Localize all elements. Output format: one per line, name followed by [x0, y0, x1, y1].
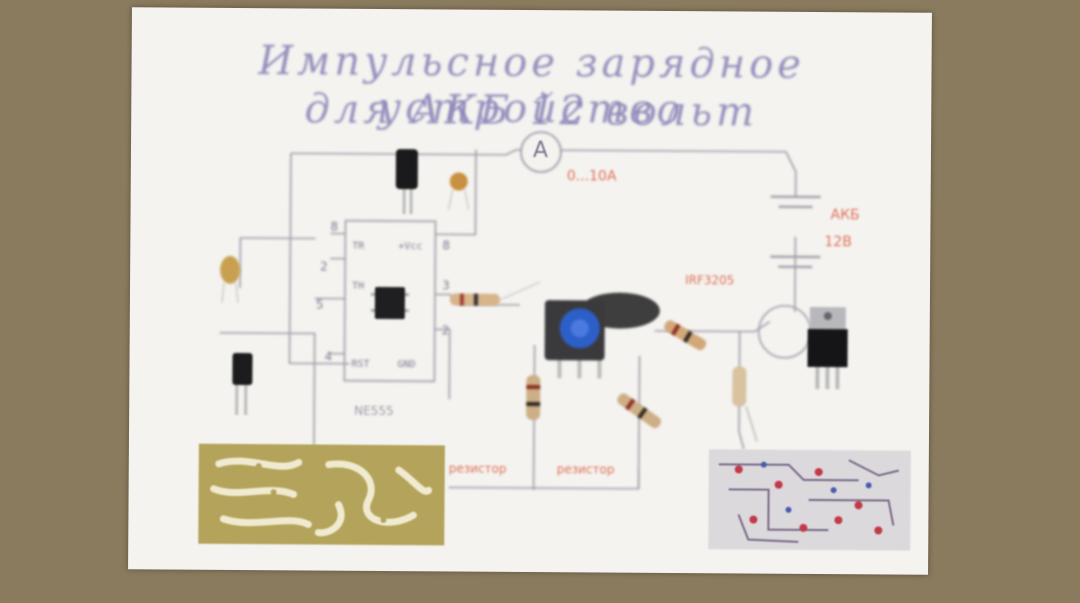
resistor-diagonal — [617, 393, 662, 429]
svg-text:8: 8 — [330, 220, 338, 234]
potentiometer — [544, 292, 660, 379]
chip-outline — [343, 219, 437, 383]
wire-top-rail — [290, 149, 797, 197]
wire-left-vertical — [288, 153, 350, 365]
resistor-mosfet-drop — [732, 366, 758, 442]
wire-chip-pins-left — [314, 232, 346, 355]
wire-chip-pin8 — [435, 149, 477, 236]
svg-text:4: 4 — [324, 350, 332, 364]
svg-text:GND: GND — [397, 359, 415, 370]
svg-text:3: 3 — [442, 278, 450, 292]
svg-text:+Vcc: +Vcc — [398, 241, 422, 252]
pcb-copper-board — [198, 443, 445, 546]
ceramic-capacitor-left — [220, 255, 241, 304]
transistor-top — [395, 149, 418, 215]
wire-chip-pin6 — [434, 328, 451, 400]
svg-text:TR: TR — [352, 241, 365, 252]
paper-sheet: Импульсное зарядное устройство для АКБ 1… — [128, 7, 932, 575]
wire-battery-lead — [794, 236, 797, 312]
wire-cap-left — [239, 237, 316, 288]
svg-text:5: 5 — [316, 298, 324, 312]
svg-text:2: 2 — [320, 260, 328, 274]
mosfet-to220 — [807, 306, 848, 390]
battery-plates — [770, 195, 821, 269]
transistor-lower-left — [232, 352, 253, 416]
svg-text:2: 2 — [442, 323, 450, 337]
svg-text:RST: RST — [351, 359, 369, 370]
svg-text:8: 8 — [442, 238, 450, 252]
ceramic-capacitor-top — [447, 172, 470, 210]
ammeter-circle — [520, 131, 562, 173]
resistor-output — [449, 281, 541, 306]
resistor-gate — [664, 320, 707, 351]
resistor-vertical-left — [526, 375, 541, 421]
wire-ground-left — [219, 332, 316, 449]
svg-text:TH: TH — [352, 281, 364, 292]
chip-ne555 — [370, 286, 409, 320]
pcb-layout-printout — [708, 449, 911, 551]
components-layer — [220, 149, 848, 442]
